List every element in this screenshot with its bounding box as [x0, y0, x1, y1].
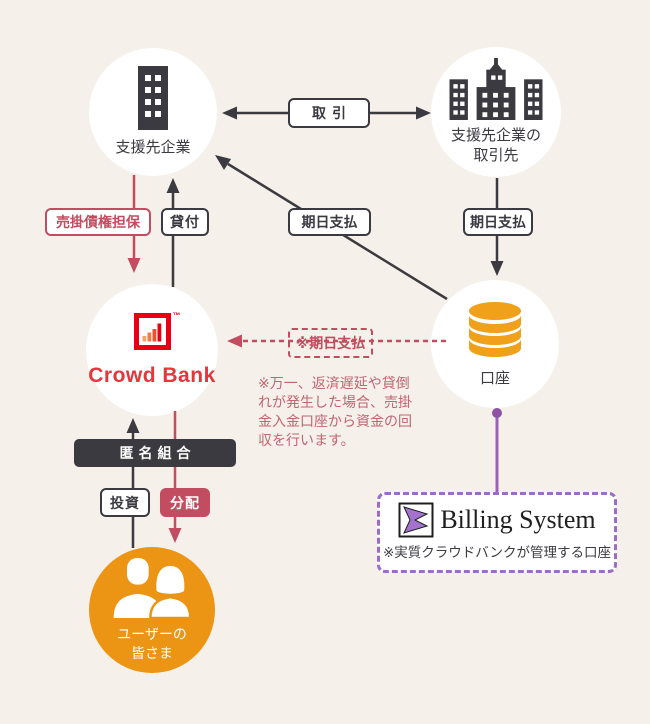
billing-system-logo	[398, 502, 434, 538]
transaction-label: 取引	[288, 98, 370, 128]
node-label-users-line1: ユーザーの	[117, 625, 187, 642]
due-payment-dashed-label: ※期日支払	[288, 328, 373, 358]
node-label-users-line2: 皆さま	[131, 644, 173, 661]
investment-arrow	[126, 418, 140, 548]
node-label-company: 支援先企業	[115, 139, 191, 156]
billing-system-box: Billing System ※実質クラウドバンクが管理する口座	[377, 492, 617, 573]
node-account: 口座	[431, 280, 559, 408]
node-crowdbank: ™ Crowd Bank	[86, 284, 218, 416]
node-company-partner: 支援先企業の 取引先	[431, 47, 561, 177]
investment-label: 投資	[100, 488, 150, 517]
loan-label: 貸付	[161, 208, 209, 236]
node-label-account: 口座	[479, 370, 510, 387]
recovery-note-line2: れが発生した場合、売掛	[258, 394, 412, 410]
building-icon	[138, 66, 168, 130]
node-users: ユーザーの 皆さま	[89, 547, 215, 673]
billing-system-caption: ※実質クラウドバンクが管理する口座	[383, 545, 611, 560]
crowdbank-logo	[133, 312, 171, 350]
distribution-arrow	[168, 411, 182, 543]
node-supported-company: 支援先企業	[89, 48, 217, 176]
loan-arrow	[166, 178, 180, 287]
due-payment-vertical-label: 期日支払	[463, 208, 533, 236]
trademark-symbol: ™	[172, 310, 181, 320]
recovery-note-line3: 金入金口座から資金の回	[258, 413, 412, 429]
crowdbank-name: Crowd Bank	[88, 363, 216, 387]
database-icon	[469, 302, 521, 357]
due-payment-diagonal-label: 期日支払	[288, 208, 371, 236]
distribution-label: 分配	[160, 488, 210, 517]
billing-connector-line	[492, 408, 502, 492]
recovery-note-line1: ※万一、返済遅延や貸倒	[258, 375, 410, 391]
city-buildings-icon	[449, 58, 543, 120]
node-label-partner-line1: 支援先企業の	[450, 127, 541, 144]
node-label-partner-line2: 取引先	[473, 147, 519, 164]
people-icon	[113, 557, 192, 618]
due-payment-dashed-arrow	[227, 334, 446, 348]
anonymous-partnership-label: 匿名組合	[74, 439, 236, 467]
recovery-note: ※万一、返済遅延や貸倒 れが発生した場合、売掛 金入金口座から資金の回 収を行い…	[258, 374, 448, 450]
collateral-label: 売掛債権担保	[45, 208, 151, 236]
billing-system-name: Billing System	[440, 505, 596, 534]
recovery-note-line4: 収を行います。	[258, 432, 355, 448]
